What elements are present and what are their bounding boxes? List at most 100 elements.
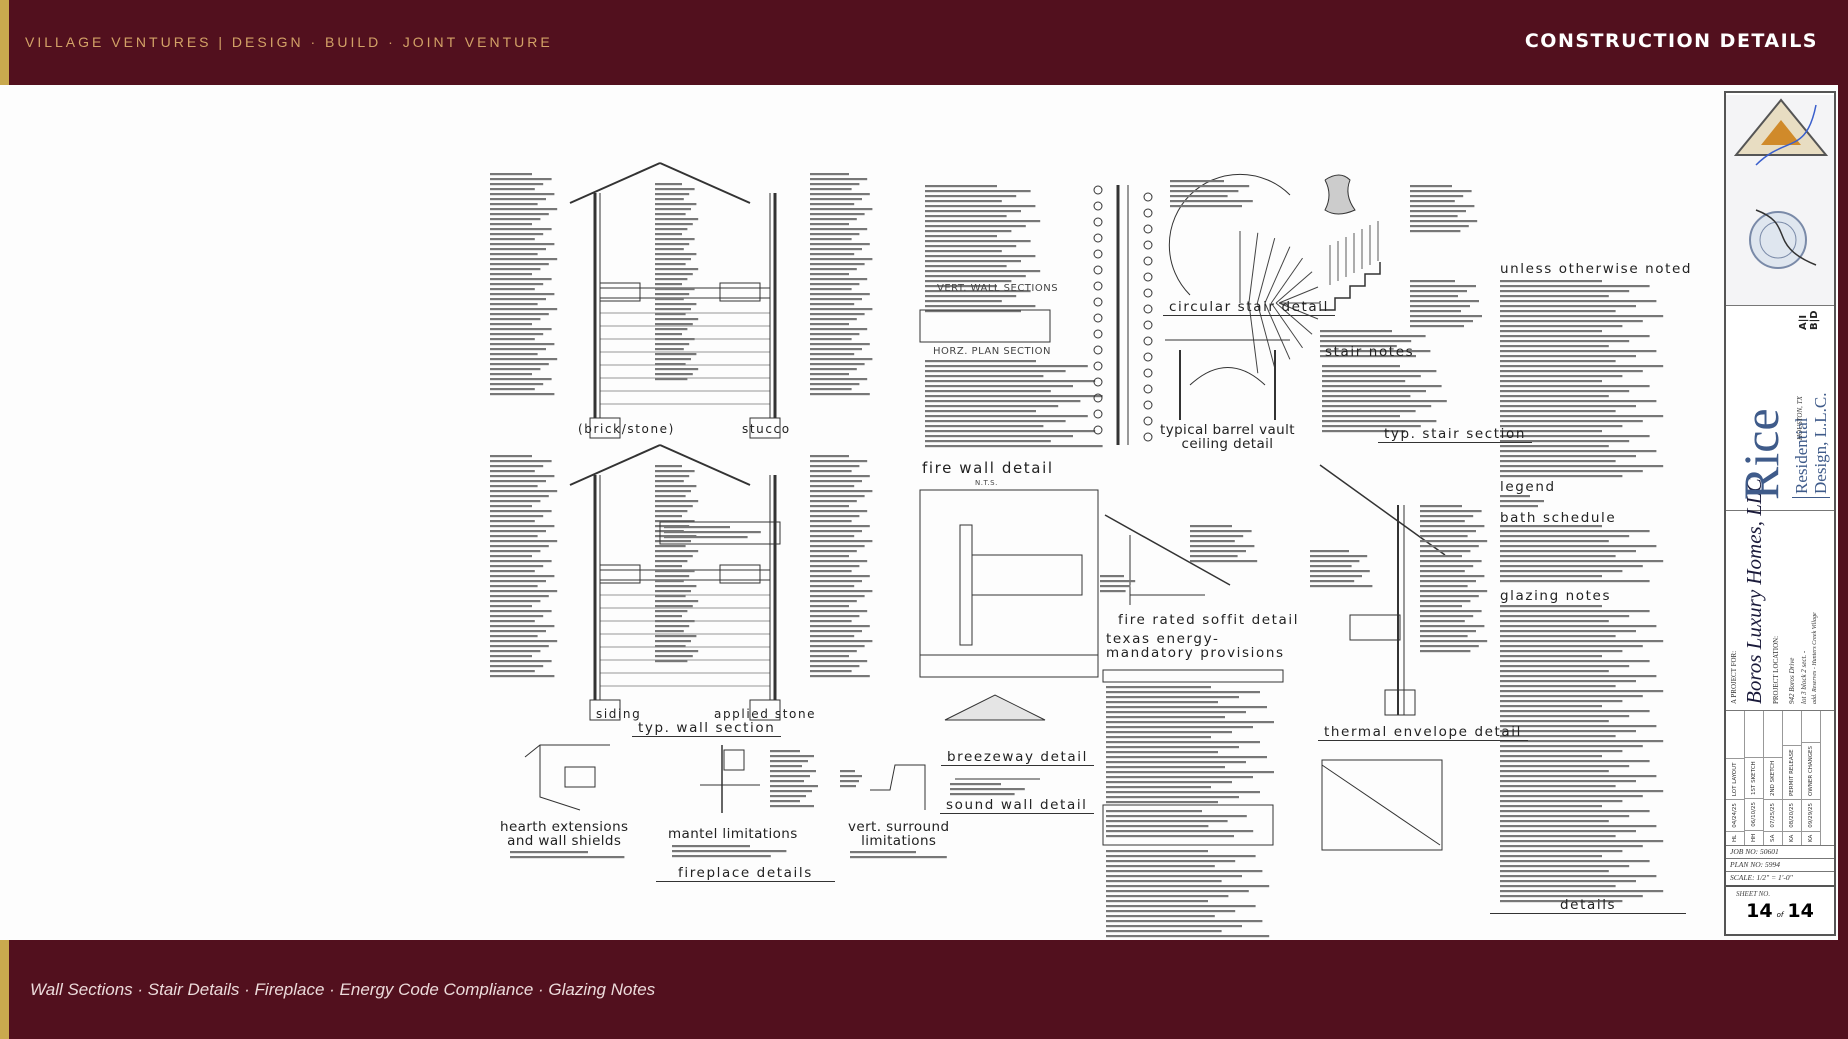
location-label: PROJECT LOCATION:: [1772, 635, 1780, 704]
callout-notes: [810, 223, 849, 226]
callout-notes: [810, 555, 849, 558]
callout-bubble: [1143, 304, 1153, 314]
drawing-linework: [490, 162, 1664, 938]
callout-notes: [810, 193, 870, 196]
note-text: [1320, 345, 1397, 348]
callout-notes: [490, 525, 555, 528]
note-text: [1500, 875, 1657, 878]
revision-desc: 2ND SKETCH: [1764, 756, 1782, 799]
note-text: [1106, 815, 1247, 818]
callout-bubble: [1143, 368, 1153, 378]
note-box: [659, 521, 781, 545]
note-text: [1500, 775, 1657, 778]
note-text: [1500, 640, 1664, 643]
firm-name-big: Rice: [1733, 408, 1789, 500]
callout-notes: [655, 465, 682, 468]
note-text: [770, 785, 818, 788]
note-text: [1410, 300, 1479, 303]
note-text: [1500, 285, 1650, 288]
callout-notes: [810, 173, 849, 176]
note-text: [1322, 425, 1421, 428]
callout-notes: [810, 575, 870, 578]
note-text: [925, 445, 1103, 448]
note-text: [1500, 370, 1643, 373]
note-text: [1500, 565, 1643, 568]
roof-line: [1104, 514, 1231, 586]
note-text: [1190, 555, 1238, 558]
note-text: [1500, 830, 1636, 833]
note-text: [1106, 716, 1225, 719]
callout-notes: [490, 268, 541, 271]
callout-notes: [490, 595, 549, 598]
note-text: [925, 200, 1002, 203]
note-text: [925, 190, 1031, 193]
plan-number: PLAN NO: 5994: [1726, 858, 1834, 871]
callout-notes: [490, 243, 555, 246]
callout-notes: [490, 460, 552, 463]
project-info: A PROJECT FOR: Boros Luxury Homes, LLC P…: [1726, 478, 1834, 710]
callout-bubble: [1143, 224, 1153, 234]
callout-notes: [810, 630, 862, 633]
callout-notes: [810, 490, 873, 493]
note-text: [1500, 380, 1602, 383]
note-text: [1500, 895, 1643, 898]
revision-desc: PERMIT RELEASE: [1783, 745, 1801, 800]
note-text: [1410, 220, 1478, 223]
note-text: [1106, 935, 1270, 938]
note-text: [1320, 340, 1412, 343]
note-text: [1500, 780, 1636, 783]
callout-notes: [810, 585, 855, 588]
callout-notes: [810, 570, 852, 573]
callout-bubble: [1143, 400, 1153, 410]
callout-notes: [655, 283, 682, 286]
note-text: [1420, 530, 1476, 533]
callout-notes: [655, 293, 690, 296]
note-text: [1500, 470, 1643, 473]
callout-notes: [655, 358, 691, 361]
note-text: [1500, 525, 1602, 528]
note-text: [1500, 810, 1650, 813]
note-text: [1420, 555, 1462, 558]
callout-notes: [655, 298, 684, 301]
callout-notes: [655, 565, 682, 568]
callout-notes: [810, 460, 868, 463]
note-text: [1500, 790, 1664, 793]
note-text: [925, 410, 1036, 413]
callout-notes: [490, 358, 558, 361]
callout-notes: [655, 278, 688, 281]
callout-notes: [490, 605, 532, 608]
note-text: [1322, 370, 1437, 373]
label-unless-otherwise-noted: unless otherwise noted: [1500, 261, 1693, 277]
note-text: [1190, 550, 1246, 553]
callout-notes: [490, 580, 546, 583]
note-text: [770, 770, 816, 773]
note-text: [1170, 190, 1239, 193]
callout-notes: [810, 590, 873, 593]
job-number: JOB NO: 50601: [1726, 845, 1834, 858]
note-text: [925, 195, 1017, 198]
callout-notes: [810, 480, 862, 483]
note-text: [925, 440, 1051, 443]
detail-box: [1321, 759, 1443, 851]
note-text: [1500, 605, 1602, 608]
note-text: [1106, 791, 1260, 794]
callout-notes: [810, 650, 857, 653]
callout-notes: [655, 485, 697, 488]
note-text: [1106, 900, 1208, 903]
callout-notes: [655, 253, 697, 256]
note-text: [1500, 555, 1616, 558]
callout-bubble: [1143, 272, 1153, 282]
note-text: [1410, 195, 1464, 198]
stair-tread: [1270, 257, 1303, 304]
note-text: [1106, 820, 1228, 823]
note-text: [925, 285, 997, 288]
note-text: [925, 430, 1096, 433]
note-text: [1410, 310, 1461, 313]
note-text: [1322, 390, 1426, 393]
callout-notes: [810, 328, 868, 331]
callout-notes: [490, 665, 544, 668]
callout-notes: [655, 655, 693, 658]
callout-notes: [490, 393, 555, 396]
callout-bubble: [1093, 217, 1103, 227]
